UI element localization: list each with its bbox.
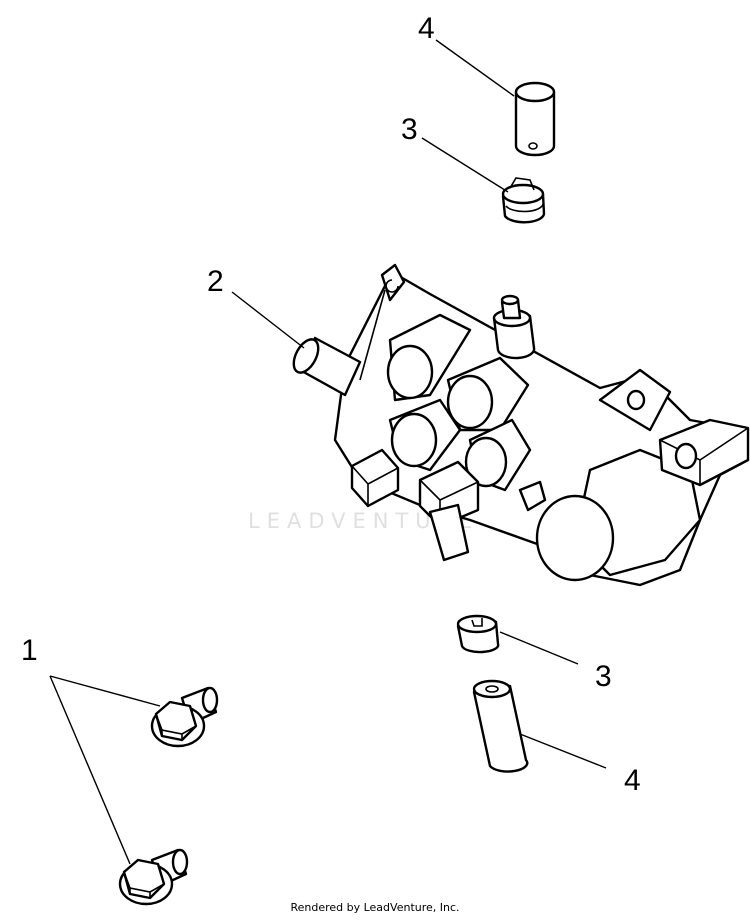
part-1-bolt-lower[interactable]	[118, 848, 189, 906]
port-cylinder-4	[464, 418, 532, 492]
part-3-clamp-bottom[interactable]	[456, 614, 500, 654]
leader-3-top	[421, 137, 509, 193]
callout-3-top: 3	[401, 113, 418, 146]
callout-3-bottom: 3	[595, 660, 612, 693]
callout-1: 1	[21, 634, 38, 667]
port-cylinder-3	[388, 398, 462, 472]
leader-3-bottom	[499, 631, 579, 665]
leader-1b	[49, 675, 131, 865]
part-4-tube-top[interactable]	[514, 81, 556, 157]
leader-4-bottom	[519, 733, 607, 769]
port-cylinder-1	[386, 313, 472, 402]
part-3-clamp-top[interactable]	[501, 177, 546, 224]
leader-4-top	[435, 39, 515, 97]
leader-2	[231, 291, 305, 349]
callout-4-bottom: 4	[624, 764, 641, 797]
part-2-valve-assembly[interactable]	[289, 263, 750, 587]
leader-1a	[49, 675, 161, 707]
port-cylinder-2	[446, 356, 530, 432]
part-4-tube-bottom[interactable]	[472, 679, 529, 773]
callout-4-top: 4	[418, 12, 435, 45]
callout-2: 2	[207, 265, 224, 298]
part-1-bolt-upper[interactable]	[150, 686, 219, 748]
footer-credit: Rendered by LeadVenture, Inc.	[290, 901, 460, 914]
